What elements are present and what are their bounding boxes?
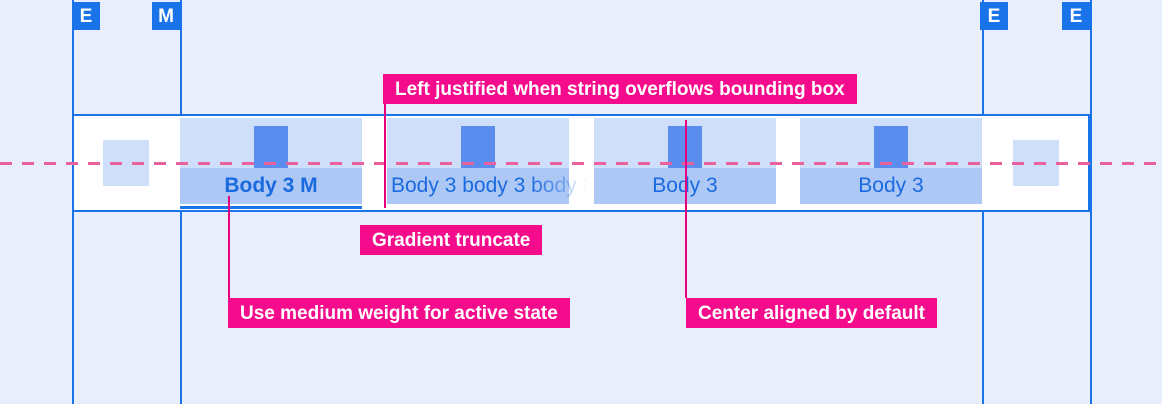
badge-edge-right-inner: E xyxy=(980,2,1008,30)
nav-item-2-icon-band xyxy=(387,118,569,168)
nav-item-1-icon-band xyxy=(180,118,362,168)
nav-item-1-label: Body 3 M xyxy=(224,174,318,197)
nav-item-1-glyph-icon xyxy=(254,126,288,168)
badge-margin-left: M xyxy=(152,2,180,30)
nav-item-4[interactable]: Body 3 xyxy=(800,118,982,208)
nav-item-1-text-band: Body 3 M xyxy=(180,168,362,204)
nav-item-2-text-band: Body 3 body 3 body 3 xyxy=(387,168,594,204)
connector-medium-weight xyxy=(228,196,230,298)
nav-item-4-text-band: Body 3 xyxy=(800,168,982,204)
guide-line-edge-right xyxy=(1090,0,1092,404)
nav-item-2[interactable]: Body 3 body 3 body 3 xyxy=(387,118,594,208)
badge-edge-left-outer: E xyxy=(72,2,100,30)
nav-item-2-label: Body 3 body 3 body 3 xyxy=(391,174,595,197)
annotation-medium-weight: Use medium weight for active state xyxy=(228,298,570,328)
connector-center-aligned xyxy=(685,120,687,298)
nav-item-4-icon-band xyxy=(800,118,982,168)
nav-item-2-glyph-icon xyxy=(461,126,495,168)
vertical-center-dashed-guide xyxy=(0,162,1162,165)
annotation-left-justified: Left justified when string overflows bou… xyxy=(383,74,857,104)
nav-item-4-glyph-icon xyxy=(874,126,908,168)
annotation-center-aligned: Center aligned by default xyxy=(686,298,937,328)
annotation-gradient-truncate: Gradient truncate xyxy=(360,225,543,255)
connector-left-justified xyxy=(384,104,386,208)
nav-item-3-label: Body 3 xyxy=(652,174,718,197)
nav-item-4-label: Body 3 xyxy=(858,174,924,197)
nav-item-1[interactable]: Body 3 M xyxy=(180,118,362,209)
nav-item-1-active-underline xyxy=(180,206,362,209)
badge-edge-right-outer: E xyxy=(1062,2,1090,30)
